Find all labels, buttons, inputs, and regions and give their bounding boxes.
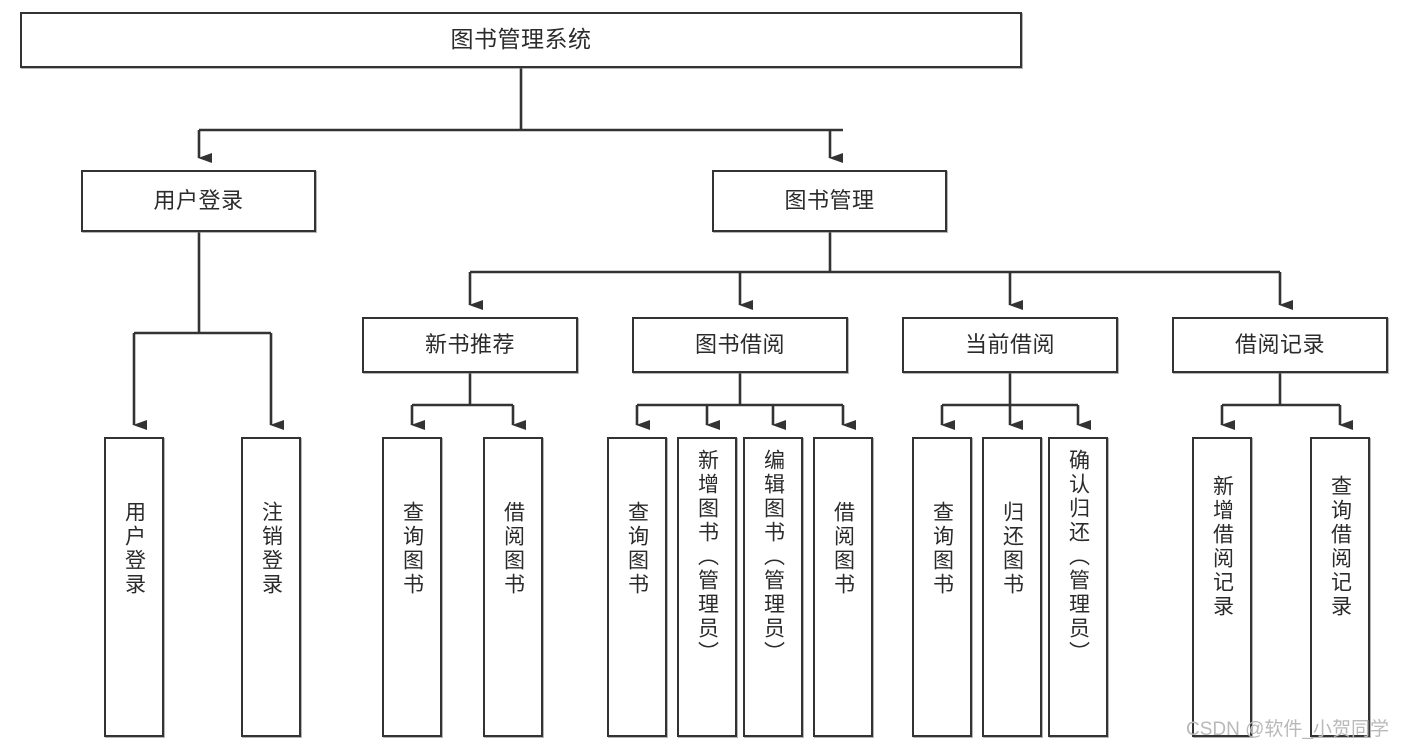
- node-leaf-query-book-current[interactable]: 查询图书: [912, 437, 972, 737]
- node-leaf-user-login-label: 用户登录: [122, 501, 146, 597]
- node-leaf-borrow-book-recommend[interactable]: 借阅图书: [483, 437, 543, 737]
- node-leaf-confirm-return-admin-label: 确认归还（管理员）: [1066, 449, 1090, 665]
- node-leaf-query-book-recommend-label: 查询图书: [400, 501, 424, 597]
- node-leaf-query-book-current-label: 查询图书: [930, 501, 954, 597]
- node-leaf-edit-book-admin[interactable]: 编辑图书（管理员）: [743, 437, 803, 737]
- node-leaf-return-book[interactable]: 归还图书: [982, 437, 1042, 737]
- node-leaf-query-book-label: 查询图书: [625, 501, 649, 597]
- node-leaf-query-book-recommend[interactable]: 查询图书: [382, 437, 442, 737]
- node-leaf-borrow-book[interactable]: 借阅图书: [813, 437, 873, 737]
- node-root-label: 图书管理系统: [450, 26, 592, 53]
- node-leaf-return-book-label: 归还图书: [1000, 501, 1024, 597]
- node-leaf-borrow-book-label: 借阅图书: [831, 501, 855, 597]
- node-new-book-recommend[interactable]: 新书推荐: [362, 317, 578, 373]
- node-current-borrow[interactable]: 当前借阅: [902, 317, 1118, 373]
- node-leaf-borrow-book-recommend-label: 借阅图书: [501, 501, 525, 597]
- node-borrow-record[interactable]: 借阅记录: [1172, 317, 1388, 373]
- node-book-borrow-label: 图书借阅: [694, 331, 785, 357]
- node-leaf-logout-label: 注销登录: [259, 501, 283, 597]
- node-leaf-edit-book-admin-label: 编辑图书（管理员）: [761, 449, 785, 665]
- node-book-manage-label: 图书管理: [784, 187, 875, 213]
- node-book-borrow[interactable]: 图书借阅: [632, 317, 848, 373]
- node-borrow-record-label: 借阅记录: [1234, 331, 1325, 357]
- node-leaf-user-login[interactable]: 用户登录: [104, 437, 164, 737]
- node-leaf-add-book-admin-label: 新增图书（管理员）: [695, 449, 719, 665]
- node-leaf-add-borrow-record[interactable]: 新增借阅记录: [1192, 437, 1252, 737]
- node-leaf-query-borrow-record-label: 查询借阅记录: [1328, 475, 1352, 619]
- node-leaf-query-borrow-record[interactable]: 查询借阅记录: [1310, 437, 1370, 737]
- node-current-borrow-label: 当前借阅: [964, 331, 1055, 357]
- node-leaf-confirm-return-admin[interactable]: 确认归还（管理员）: [1048, 437, 1108, 737]
- node-user-login-label: 用户登录: [153, 187, 244, 213]
- csdn-watermark: CSDN @软件_小贺同学: [1186, 719, 1389, 740]
- node-leaf-add-book-admin[interactable]: 新增图书（管理员）: [677, 437, 737, 737]
- node-book-manage[interactable]: 图书管理: [712, 170, 947, 232]
- node-leaf-query-book[interactable]: 查询图书: [607, 437, 667, 737]
- node-leaf-add-borrow-record-label: 新增借阅记录: [1210, 475, 1234, 619]
- node-leaf-logout[interactable]: 注销登录: [241, 437, 301, 737]
- node-new-book-recommend-label: 新书推荐: [424, 331, 515, 357]
- node-user-login[interactable]: 用户登录: [81, 170, 316, 232]
- node-root-system[interactable]: 图书管理系统: [20, 12, 1022, 68]
